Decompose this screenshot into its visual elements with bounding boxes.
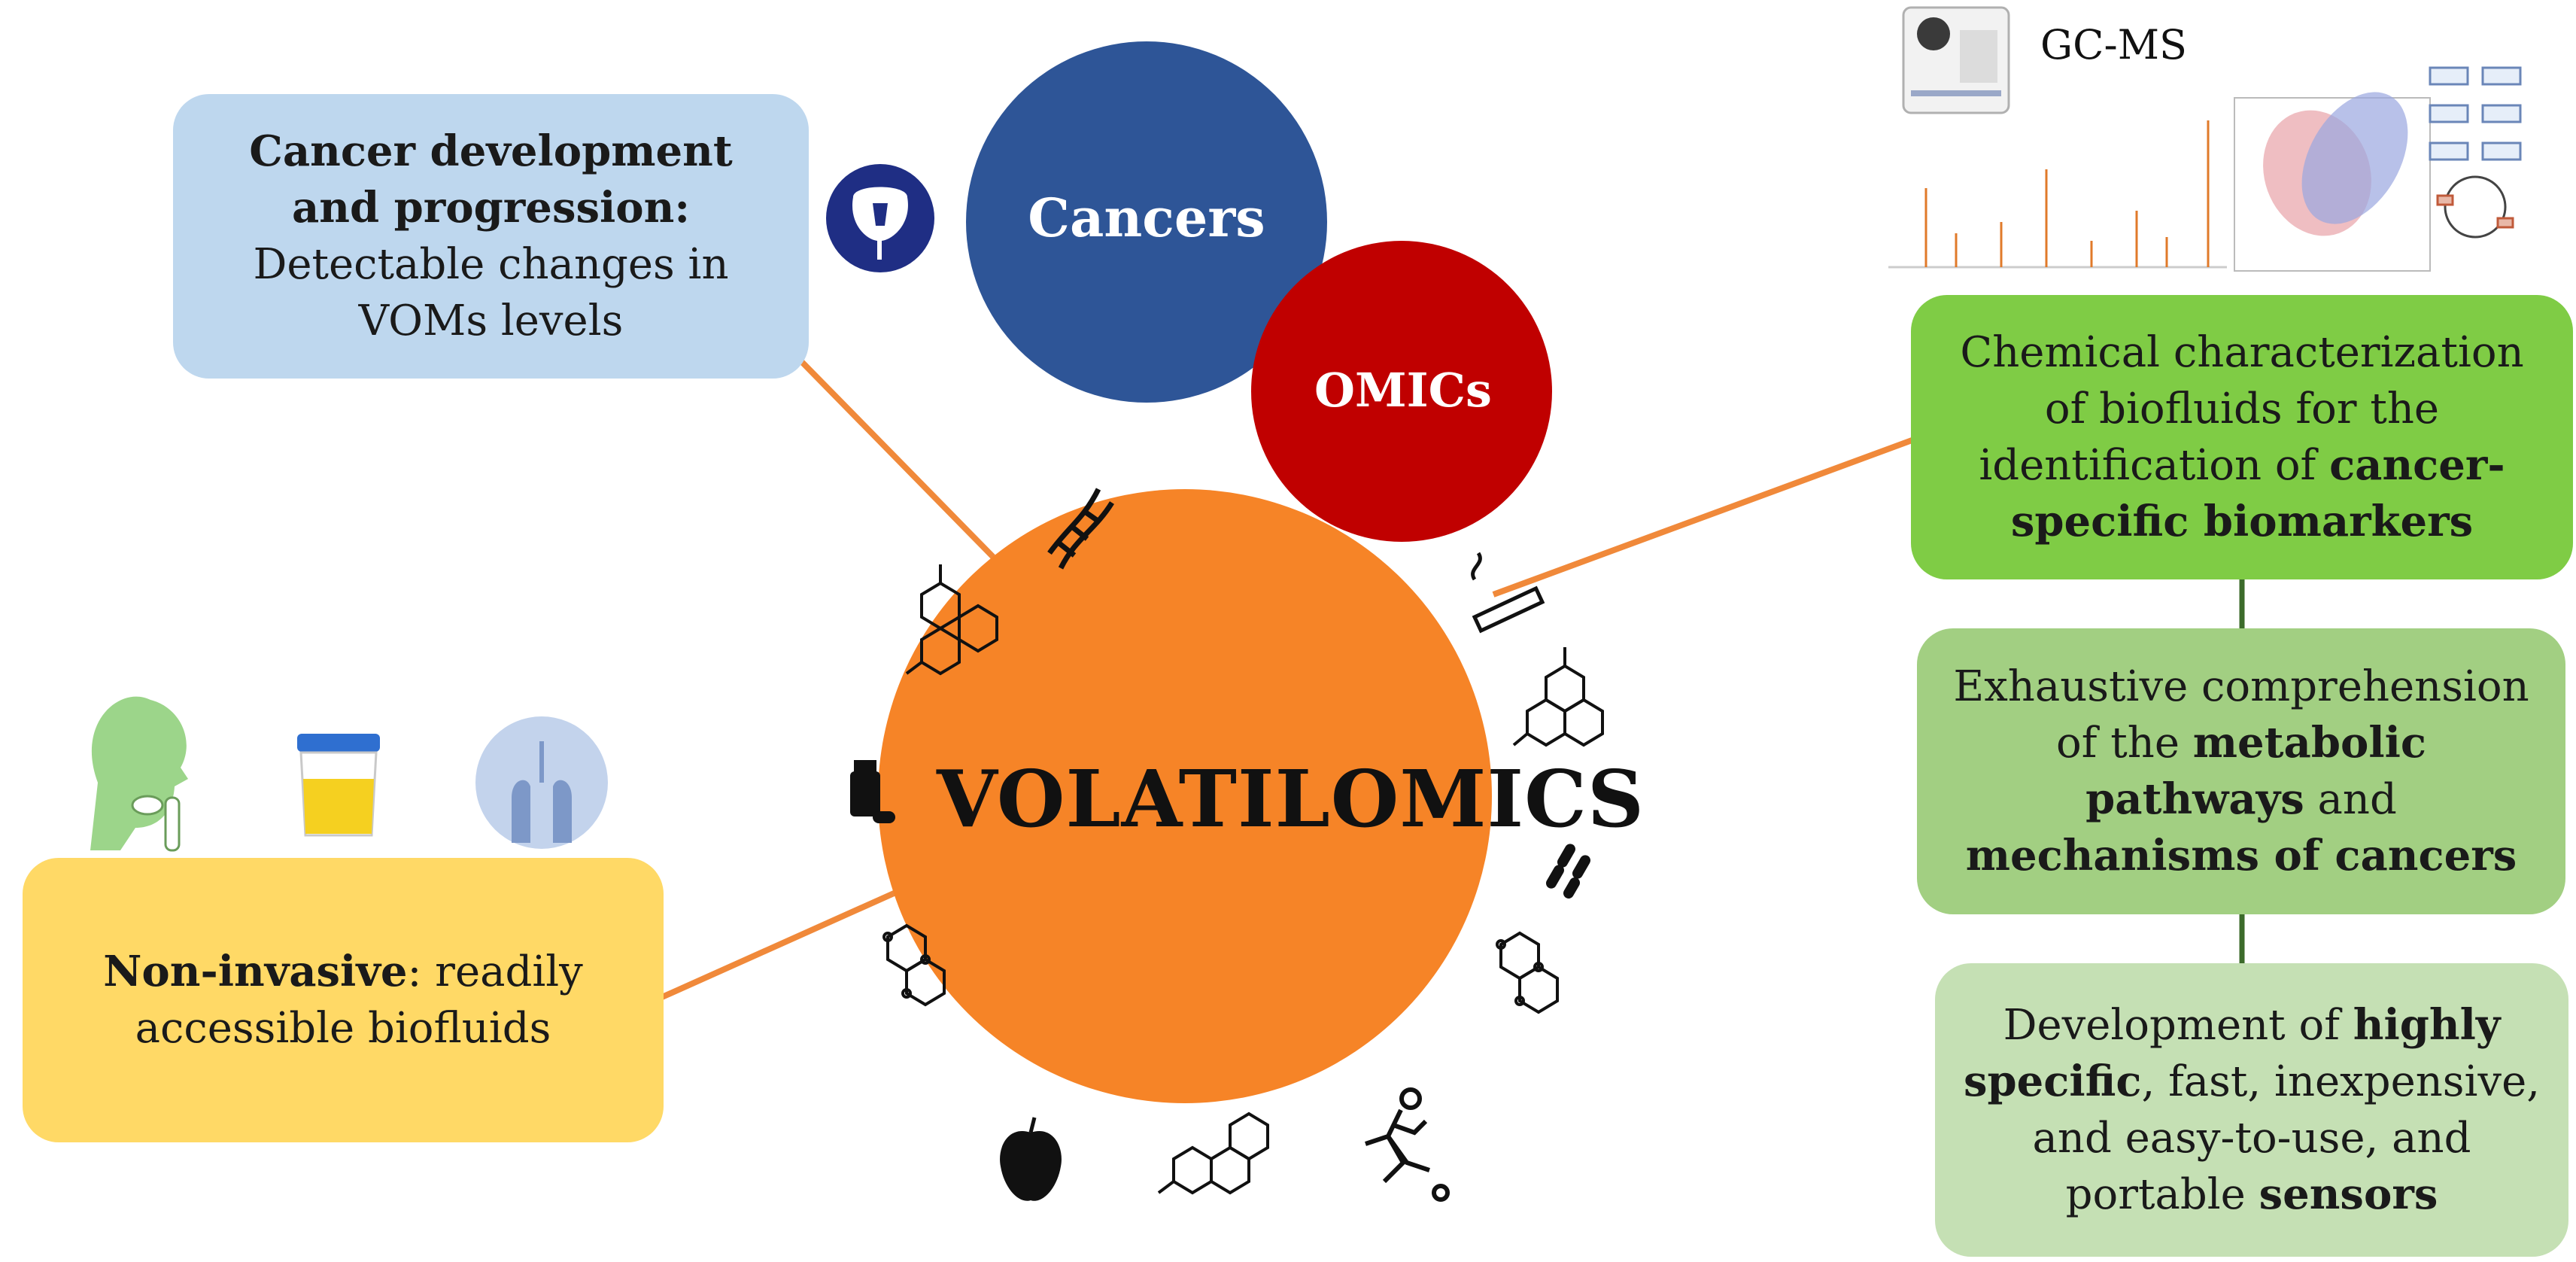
gc-ms-instrument-icon — [1902, 6, 2010, 114]
molecule-icon — [882, 923, 946, 1007]
chemical-characterization-box: Chemical characterization of biofluids f… — [1911, 295, 2573, 579]
bacteria-icon — [1546, 844, 1590, 899]
chromatogram-icon — [1888, 120, 2227, 269]
sensors-text-mid: , fast, inexpensive, and easy-to-use, an… — [2032, 1057, 2541, 1220]
molecule-icon — [1157, 1111, 1269, 1195]
cancers-circle — [966, 41, 1327, 403]
exhaustive-comprehension-box: Exhaustive comprehension of the metaboli… — [1917, 628, 2565, 914]
sensors-bold: sensors — [2259, 1169, 2438, 1220]
exhaustive-text: Exhaustive comprehension of the — [1953, 661, 2529, 768]
chem-text: Chemical characterization of biofluids f… — [1960, 327, 2524, 490]
highly-specific-bold: highly specific — [1963, 999, 2501, 1106]
pca-plot-icon — [2234, 92, 2431, 272]
connector-chem — [1492, 433, 1924, 598]
sensors-box: Development of highly specific, fast, in… — [1935, 963, 2568, 1257]
chem-bold: cancer-specific biomarkers — [2010, 440, 2505, 547]
cancer-development-box: Cancer development and progression: Dete… — [173, 94, 809, 379]
metabolic-pathways-bold: metabolic pathways — [2085, 717, 2426, 824]
cigarette-icon — [1471, 552, 1545, 634]
molecule-icon — [1512, 647, 1604, 747]
connector-cancer-dev — [795, 355, 995, 559]
non-invasive-heading: Non-invasive — [103, 946, 408, 996]
cancer-development-heading: Cancer development and progression: — [249, 126, 733, 233]
pathway-map-icon — [2429, 66, 2522, 239]
dna-icon — [1047, 488, 1114, 570]
volatilomics-title: VOLATILOMICS — [937, 753, 1645, 845]
pill-bottle-icon — [850, 760, 895, 823]
runner-icon — [1365, 1087, 1450, 1202]
exhaustive-and: and — [2304, 775, 2397, 824]
urine-cup-icon — [297, 734, 380, 837]
molecule-icon — [905, 564, 998, 676]
non-invasive-text: : readily accessible biofluids — [135, 947, 583, 1053]
gc-ms-label: GC-MS — [2040, 21, 2187, 68]
mechanisms-bold: mechanisms of cancers — [1965, 831, 2517, 881]
non-invasive-box: Non-invasive: readily accessible bioflui… — [23, 858, 664, 1142]
sensors-text-pre: Development of — [2003, 1000, 2353, 1050]
breath-lungs-icon — [475, 716, 608, 849]
molecule-icon — [1496, 931, 1559, 1014]
apple-icon — [1000, 1117, 1062, 1201]
omics-circle — [1251, 241, 1552, 542]
omics-label: OMICs — [1314, 363, 1492, 418]
cancer-development-text: Detectable changes in VOMs levels — [253, 240, 729, 346]
saliva-sample-icon — [90, 696, 188, 852]
prostate-icon — [826, 164, 934, 272]
connector-noninvasive — [661, 881, 916, 1000]
volatilomics-circle — [878, 489, 1492, 1103]
cancers-label: Cancers — [1028, 187, 1265, 249]
